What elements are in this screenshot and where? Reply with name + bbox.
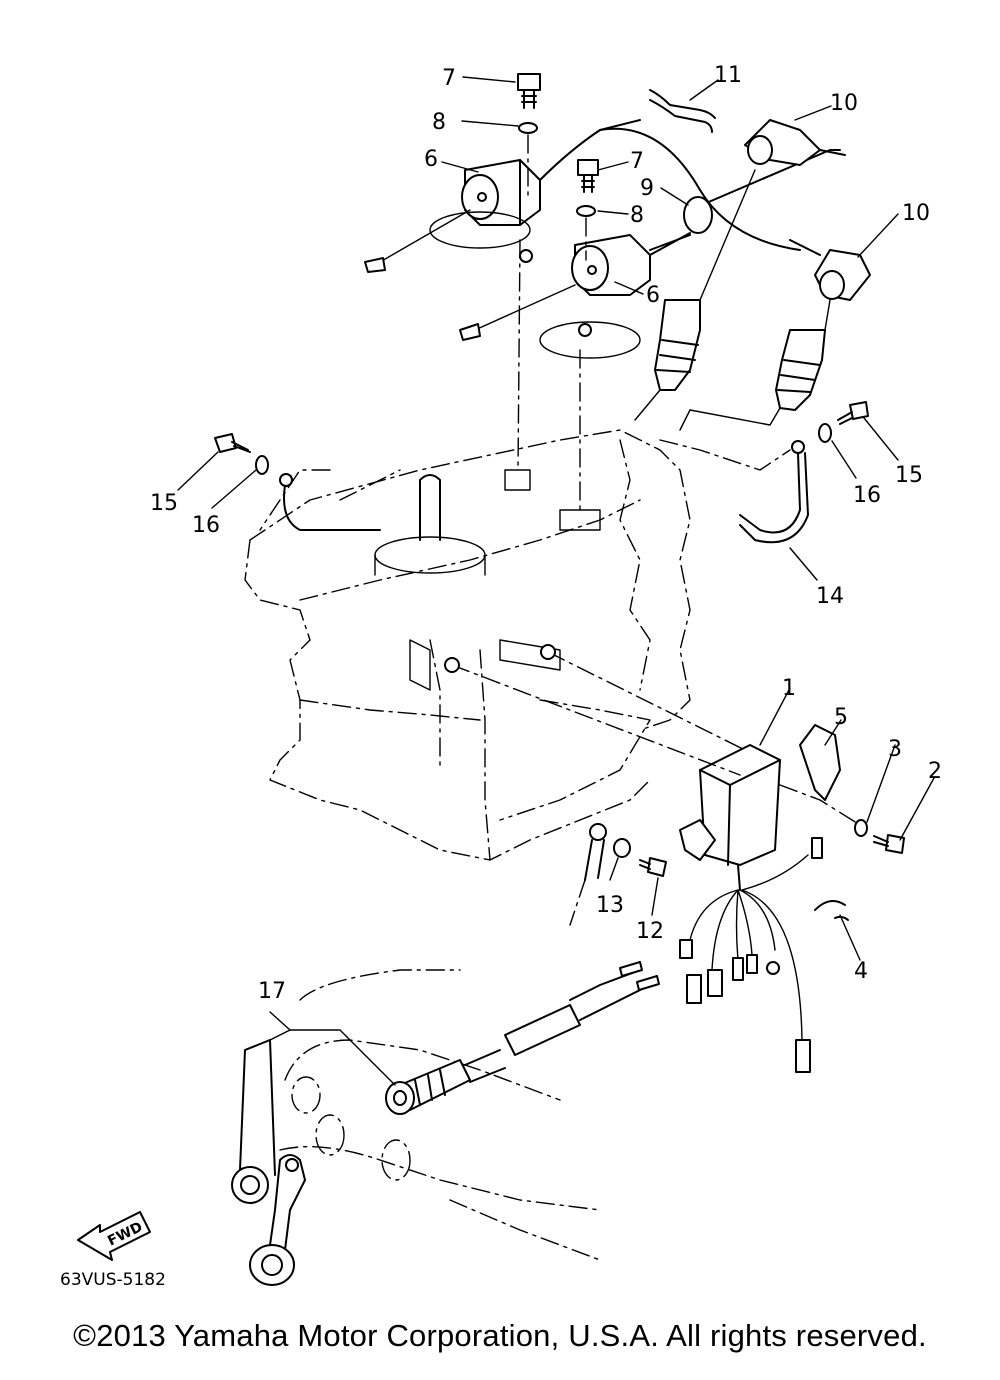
ignition-coil-upper [461,119,641,226]
callout-label: 1 [782,676,796,701]
washer-icon [255,455,269,475]
spark-plug-upper [634,169,756,421]
spark-plug-lower [679,299,831,431]
bolt-icon [577,159,599,193]
callout-label: 6 [424,147,438,172]
callout-label: 6 [646,283,660,308]
callout-label: 14 [816,584,844,609]
washer-icon [576,205,596,217]
leader-lines [177,76,935,1086]
plug-cap-lower [789,239,871,301]
callout-label: 2 [928,759,942,784]
coil-mount-pad-lower [539,321,641,359]
callout-label: 16 [853,483,881,508]
callout-label: 8 [630,203,644,228]
coil-mount-pad-upper [429,211,531,249]
bolt-icon [517,73,541,109]
exploded-parts-diagram: FWD 63VUS-5182 7 8 6 11 10 7 9 8 6 10 15… [60,63,942,1290]
cable-grommet [385,969,651,1115]
callout-label: 10 [830,91,858,116]
washer-icon [518,122,538,134]
plug-cap-upper [744,119,846,166]
bracket-icon [799,724,841,801]
washer-icon [854,819,868,837]
cable-clamp-icon [649,89,716,133]
high-tension-cable [599,127,841,256]
ground-lead-right [659,439,809,544]
callout-label: 12 [636,919,664,944]
lower-casing-outline [231,969,601,1261]
callout-label: 5 [834,705,848,730]
fwd-arrow-icon: FWD [77,1211,151,1261]
bolt-icon [837,401,869,425]
callout-label: 4 [854,959,868,984]
callout-label: 11 [714,63,742,88]
bolt-icon [873,834,905,854]
part-code: 63VUS-5182 [60,1270,166,1290]
lever-arm [249,1154,306,1286]
copyright-notice: ©2013 Yamaha Motor Corporation, U.S.A. A… [73,1318,927,1353]
engine-block-outline [244,429,691,861]
clip-icon [814,900,849,921]
callout-label: 3 [888,737,902,762]
bolt-icon [639,857,667,877]
callout-label: 7 [630,149,644,174]
callout-label: 13 [596,893,624,918]
washer-icon [818,423,832,443]
ignition-coil-lower [571,234,691,296]
ground-terminal [569,823,607,926]
callout-label: 15 [895,463,923,488]
callout-label: 8 [432,110,446,135]
callout-label: 15 [150,491,178,516]
callout-labels: 7 8 6 11 10 7 9 8 6 10 15 16 15 16 14 1 … [150,63,942,1004]
callout-label: 7 [442,66,456,91]
bolt-icon [214,433,251,453]
callout-label: 9 [640,176,654,201]
washer-icon [613,838,631,858]
cdi-unit [679,744,823,1073]
callout-label: 10 [902,201,930,226]
callout-label: 16 [192,513,220,538]
callout-label: 17 [258,979,286,1004]
